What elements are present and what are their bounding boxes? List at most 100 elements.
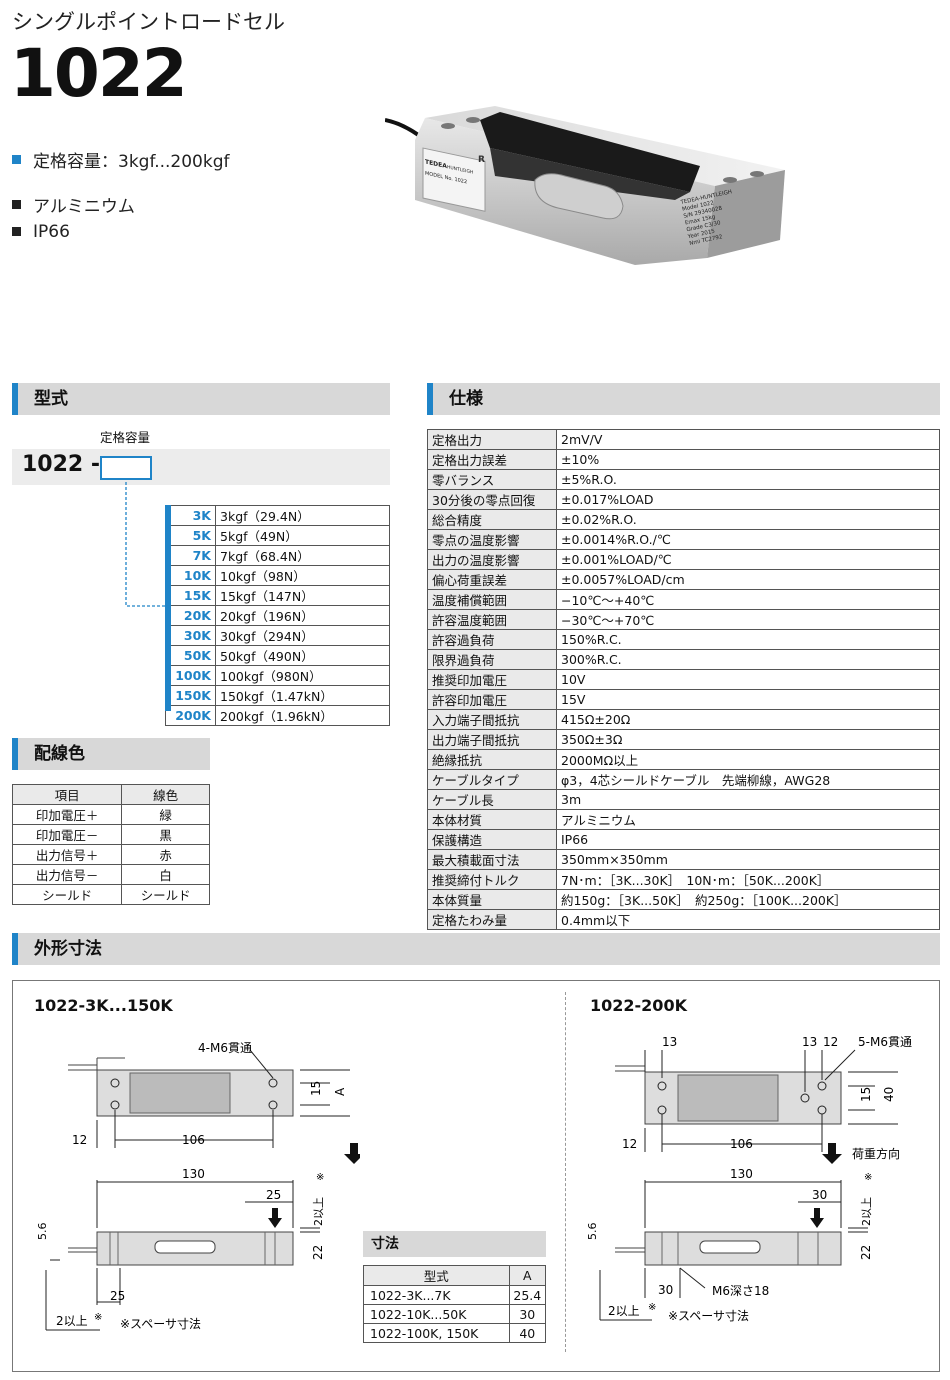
- svg-text:Year 2015: Year 2015: [686, 229, 716, 241]
- svg-text:13: 13: [662, 1035, 677, 1049]
- spec-row: 偏心荷重誤差±0.0057%LOAD/cm: [427, 569, 940, 590]
- capacity-code: 5K: [165, 525, 216, 546]
- capacity-code: 200K: [165, 705, 216, 726]
- svg-text:12: 12: [622, 1137, 637, 1151]
- svg-text:15: 15: [309, 1081, 323, 1096]
- wiring-color: 赤: [121, 844, 210, 865]
- svg-text:2以上: 2以上: [312, 1197, 325, 1226]
- wiring-row: シールドシールド: [11, 884, 210, 905]
- spec-row: 零点の温度影響±0.0014%R.O./℃: [427, 529, 940, 550]
- left-drawing-title: 1022-3K...150K: [34, 996, 173, 1015]
- top-view-cover: [129, 1072, 231, 1114]
- wiring-row: 印加電圧－黒: [11, 824, 210, 845]
- svg-text:M6深さ18: M6深さ18: [712, 1284, 769, 1298]
- capacity-code: 7K: [165, 545, 216, 566]
- spec-row: 定格出力誤差±10%: [427, 449, 940, 470]
- feature-material: アルミニウム: [12, 191, 229, 218]
- photo-r-mark: R: [478, 155, 485, 165]
- capacity-code: 20K: [165, 605, 216, 626]
- photo-brand2: HUNTLEIGH: [447, 164, 473, 176]
- wiring-color: 緑: [121, 804, 210, 825]
- capacity-placeholder-box: [100, 456, 152, 480]
- right-drawing-title: 1022-200K: [590, 996, 687, 1015]
- spec-row: 総合精度±0.02%R.O.: [427, 509, 940, 530]
- svg-text:A: A: [333, 1087, 347, 1096]
- svg-text:5.6: 5.6: [586, 1223, 599, 1241]
- spec-key: 偏心荷重誤差: [427, 569, 557, 590]
- cover-black: [480, 112, 700, 192]
- page-title: 1022: [10, 35, 188, 112]
- spec-key: 出力端子間抵抗: [427, 729, 557, 750]
- svg-text:※: ※: [864, 1172, 872, 1183]
- capacity-desc: 50kgf（490N）: [215, 645, 390, 666]
- svg-text:106: 106: [182, 1133, 205, 1147]
- model-section-header: 型式: [12, 383, 390, 415]
- wiring-item: 出力信号＋: [11, 844, 123, 865]
- dim-value: 40: [508, 1323, 547, 1343]
- wiring-section-title: 配線色: [34, 744, 85, 764]
- model-code-bar: [12, 449, 390, 485]
- svg-text:5-M6貫通: 5-M6貫通: [858, 1035, 912, 1049]
- spec-value: アルミニウム: [556, 809, 940, 830]
- load-arrow-icon: [344, 1143, 360, 1164]
- spec-key: 定格たわみ量: [427, 909, 557, 930]
- feature-text: IP66: [33, 221, 70, 242]
- spec-value: 2000MΩ以上: [556, 749, 940, 770]
- svg-text:15: 15: [859, 1087, 873, 1102]
- feature-text: 定格容量：3kgf...200kgf: [33, 152, 230, 172]
- wiring-table: 項目 線色 印加電圧＋緑印加電圧－黒出力信号＋赤出力信号－白シールドシールド: [11, 784, 210, 905]
- spec-key: ケーブルタイプ: [427, 769, 557, 790]
- svg-text:30: 30: [658, 1283, 673, 1297]
- photo-right-label: TEDEA-HUNTLEIGH Model 1022 S/N 29340028 …: [679, 189, 732, 247]
- left-dimension-drawing: 4-M6貫通 15 A 12 106 荷重方向 130 25 2以上 ※ 22 …: [36, 1041, 360, 1331]
- spec-key: 総合精度: [427, 509, 557, 530]
- spec-value: ±0.017%LOAD: [556, 489, 940, 510]
- wiring-header-color: 線色: [121, 784, 210, 805]
- connector-line: [125, 482, 166, 607]
- capacity-desc: 10kgf（98N）: [215, 565, 390, 586]
- spec-row: 許容温度範囲−30℃〜+70℃: [427, 609, 940, 630]
- spec-key: 出力の温度影響: [427, 549, 557, 570]
- svg-text:※: ※: [648, 1302, 656, 1313]
- capacity-desc: 15kgf（147N）: [215, 585, 390, 606]
- spec-value: 約150g：［3K...50K］ 約250g：［100K...200K］: [556, 889, 940, 910]
- svg-text:130: 130: [182, 1167, 205, 1181]
- page-subtitle: シングルポイントロードセル: [12, 10, 285, 34]
- capacity-desc: 150kgf（1.47kN）: [215, 685, 390, 706]
- wiring-item: シールド: [11, 884, 123, 905]
- model-prefix: 1022 -: [22, 452, 101, 477]
- spacer-note: ※スペーサ寸法: [120, 1317, 201, 1331]
- photo-brand: TEDEA: [425, 159, 447, 171]
- spec-key: 限界過負荷: [427, 649, 557, 670]
- spec-section-title: 仕様: [449, 389, 483, 409]
- spec-key: 定格出力誤差: [427, 449, 557, 470]
- dim-model: 1022-100K, 150K: [363, 1323, 510, 1343]
- spec-value: 7N･m：［3K...30K］ 10N･m：［50K...200K］: [556, 869, 940, 890]
- svg-text:2以上: 2以上: [860, 1197, 873, 1226]
- spec-value: ±5%R.O.: [556, 469, 940, 490]
- capacity-code: 150K: [165, 685, 216, 706]
- svg-text:2以上: 2以上: [56, 1314, 88, 1328]
- capacity-desc: 200kgf（1.96kN）: [215, 705, 390, 726]
